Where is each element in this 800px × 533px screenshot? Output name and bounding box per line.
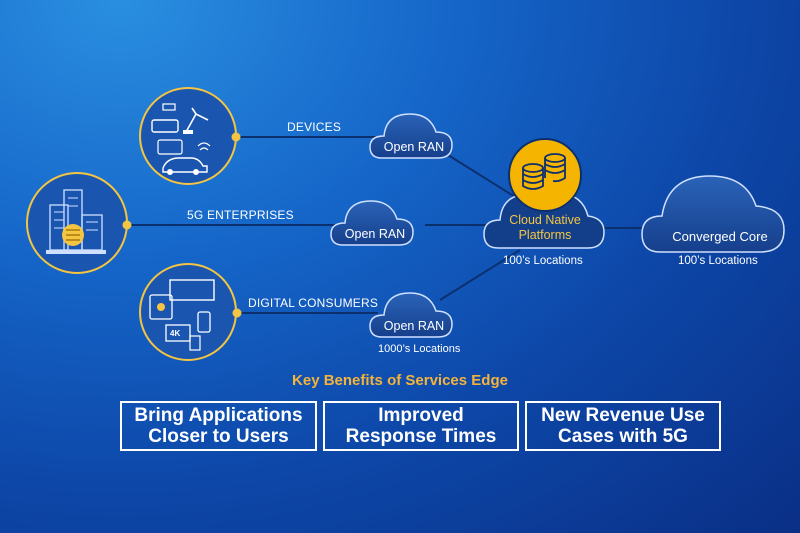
cloud-native-label-line1: Cloud Native xyxy=(509,213,581,227)
converged-core-label: Converged Core xyxy=(672,229,768,244)
devices-icon xyxy=(139,87,241,185)
benefit-box-2: Improved Response Times xyxy=(323,401,519,451)
svg-text:4K: 4K xyxy=(170,329,180,338)
database-icon xyxy=(508,138,582,212)
converged-core-cloud xyxy=(641,175,785,253)
benefit-3-line2: Cases with 5G xyxy=(558,426,688,447)
cloud-native-label-line2: Platforms xyxy=(518,228,572,242)
benefit-3-line1: New Revenue Use xyxy=(541,405,705,426)
open-ran-cloud-3 xyxy=(369,292,453,338)
open-ran-label-2: Open RAN xyxy=(344,227,406,241)
open-ran-locations: 1000’s Locations xyxy=(378,343,461,355)
benefit-2-line1: Improved xyxy=(378,405,464,426)
benefits-title: Key Benefits of Services Edge xyxy=(292,372,508,389)
connector-lines xyxy=(127,136,645,314)
benefit-box-1: Bring Applications Closer to Users xyxy=(120,401,317,451)
open-ran-cloud-1 xyxy=(369,113,453,159)
row-label-devices: DEVICES xyxy=(287,120,342,134)
benefit-2-line2: Response Times xyxy=(345,426,497,447)
row-label-5g-enterprises: 5G ENTERPRISES xyxy=(187,208,294,222)
open-ran-label-3: Open RAN xyxy=(383,319,445,333)
converged-core-locations: 100’s Locations xyxy=(678,255,758,267)
benefit-1-line1: Bring Applications xyxy=(134,405,303,426)
open-ran-label-1: Open RAN xyxy=(383,140,445,154)
cloud-native-locations: 100’s Locations xyxy=(503,255,583,267)
row-label-digital-consumers: DIGITAL CONSUMERS xyxy=(248,296,379,310)
benefit-1-line2: Closer to Users xyxy=(148,426,289,447)
open-ran-cloud-2 xyxy=(330,200,414,246)
enterprise-buildings-icon xyxy=(26,172,132,274)
benefit-box-3: New Revenue Use Cases with 5G xyxy=(525,401,721,451)
digital-consumers-icon: 4K xyxy=(139,263,242,361)
